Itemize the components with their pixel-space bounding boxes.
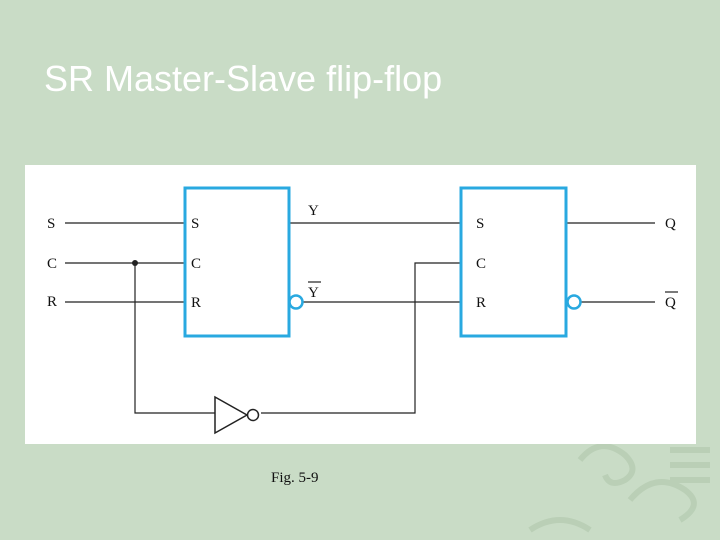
slave-block xyxy=(459,186,568,338)
master-c-label: C xyxy=(191,256,201,272)
y-bar-label: Y xyxy=(308,285,319,301)
figure-caption: Fig. 5-9 xyxy=(271,470,319,486)
slave-c-label: C xyxy=(476,256,486,272)
clock-junction-dot xyxy=(132,260,138,266)
master-block xyxy=(183,186,291,338)
input-wires xyxy=(65,222,655,414)
output-q-bar-label: Q xyxy=(665,295,676,311)
y-label: Y xyxy=(308,203,319,219)
slave-s-label: S xyxy=(476,216,484,232)
master-s-label: S xyxy=(191,216,199,232)
diagram-panel: S C R S C R Y Y S xyxy=(25,165,696,444)
slave-inverted-output-bubble xyxy=(566,294,582,310)
master-r-label: R xyxy=(191,295,201,311)
input-s-label: S xyxy=(47,216,55,232)
master-inverted-output-bubble xyxy=(288,294,304,310)
slave-r-label: R xyxy=(476,295,486,311)
slide-title: SR Master-Slave flip-flop xyxy=(44,58,443,99)
output-q-label: Q xyxy=(665,216,676,232)
flip-flop-diagram: S C R S C R Y Y S xyxy=(47,186,678,435)
decorative-pattern xyxy=(528,443,710,533)
input-r-label: R xyxy=(47,294,57,310)
inverter-gate xyxy=(214,395,249,435)
inverter-bubble xyxy=(246,408,260,422)
input-c-label: C xyxy=(47,256,57,272)
